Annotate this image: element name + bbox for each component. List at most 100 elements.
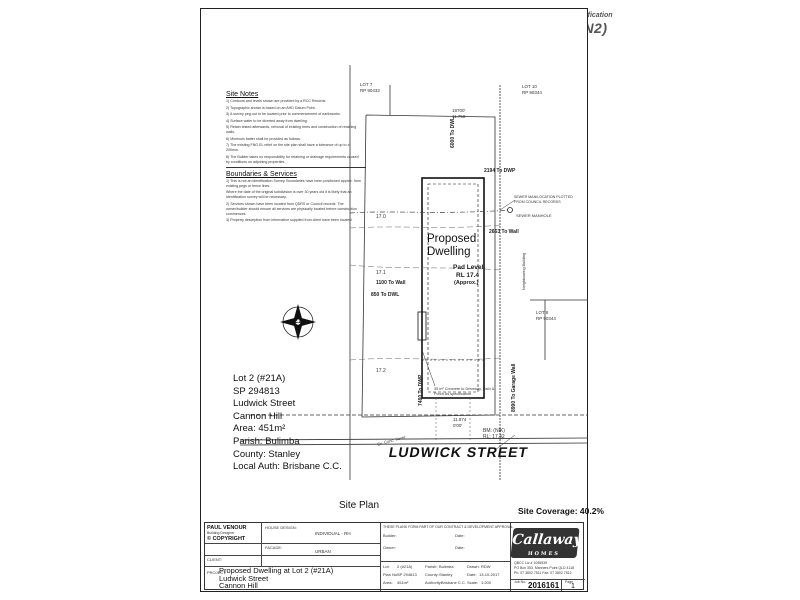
approval-text: THESE PLANS FORM PART OF OUR CONTRACT & … bbox=[383, 525, 514, 529]
dim-top: 18700' bbox=[452, 108, 466, 113]
designer-name: PAUL VENOUR bbox=[207, 525, 247, 531]
sewer-manhole-symbol bbox=[507, 207, 513, 213]
page-label: Page bbox=[565, 580, 574, 584]
street-name: LUDWICK STREET bbox=[387, 444, 530, 460]
dim-to-garage: 8990 To Garage Wall bbox=[511, 363, 517, 412]
logo-main-text: Callaway bbox=[511, 532, 583, 548]
tb-drawn-label: Drawn: bbox=[467, 564, 480, 569]
lot-suburb: Cannon Hill bbox=[233, 410, 283, 422]
site-plan-title: Site Plan bbox=[339, 500, 380, 511]
facade-value: URBAN bbox=[315, 549, 331, 554]
sewer-line bbox=[349, 209, 511, 214]
site-note-7: 7) The existing FNG EL relief on the sit… bbox=[226, 143, 350, 152]
sewer-note: SEWER MAN/LOCATION PLOTTED FROM COUNCIL … bbox=[514, 195, 573, 204]
dim-to-wall-2: 1100 To Wall bbox=[376, 280, 406, 286]
lot8-label: LOT 8 bbox=[536, 310, 549, 315]
lot-street: Ludwick Street bbox=[233, 398, 296, 410]
dim-bottom-2: 0'00' bbox=[453, 423, 463, 428]
dwelling-footprint bbox=[421, 177, 485, 399]
dim-to-dwp-1: 2194 To DWP bbox=[484, 168, 516, 174]
house-design-value: INDIVIDUAL - RH bbox=[315, 531, 351, 536]
tb-scale-label: Scale: bbox=[467, 580, 479, 585]
dwelling-inner-line bbox=[427, 183, 479, 393]
client-label: CLIENT: bbox=[207, 557, 222, 562]
tb-county-value: Stanley bbox=[439, 572, 453, 577]
lot10-label: LOT 10 bbox=[522, 84, 537, 89]
lot-local-auth: Local Auth: Brisbane C.C. bbox=[233, 461, 342, 473]
dim-bottom: 11.874 bbox=[453, 417, 467, 422]
lot10-plan: RP 90344 bbox=[522, 90, 542, 95]
tb-lot-value: 2 (#21A) bbox=[397, 564, 413, 569]
tb-parish-label: Parish: bbox=[425, 564, 438, 569]
boundary-note-4: 3) Property description from information… bbox=[226, 218, 353, 222]
north-arrow bbox=[280, 304, 316, 340]
proposed-label-1: Proposed bbox=[427, 233, 477, 245]
facade-label: FACADE: bbox=[265, 545, 283, 550]
north-arrow-label: 21 bbox=[294, 318, 302, 325]
site-coverage: Site Coverage: 40.2% bbox=[518, 506, 604, 516]
tb-auth-label: Authority: bbox=[425, 580, 442, 585]
site-note-1: 1) Contours and levels shown are provide… bbox=[226, 99, 327, 103]
lot7-plan: RP 90432 bbox=[360, 88, 380, 93]
contour-171: 17.1 bbox=[376, 270, 386, 276]
tb-auth-value: Brisbane C.C. bbox=[441, 580, 466, 585]
site-notes-panel: Site Notes 1) Contours and levels shown … bbox=[226, 91, 366, 225]
concrete-leader bbox=[421, 349, 436, 387]
pad-level-1: Pad Level bbox=[453, 264, 484, 271]
site-note-4: 4) Surface water to be diverted away fro… bbox=[226, 118, 308, 123]
porch-outline bbox=[417, 311, 427, 341]
site-plan-drawing bbox=[239, 65, 588, 480]
kerb-line-2 bbox=[239, 442, 588, 446]
lot-info-block: Lot 2 (#21A) SP 294813 Ludwick Street Ca… bbox=[233, 373, 342, 474]
tb-date-value: 13-10-2017 bbox=[479, 572, 500, 577]
tb-drawn-value: RDW bbox=[481, 564, 491, 569]
neighbour-building-label: Neighbouring Building bbox=[522, 252, 526, 290]
lot8-plan: RP 90344 bbox=[536, 316, 556, 321]
lot-parish: Parish: Bulimba bbox=[233, 435, 300, 447]
lot-boundary bbox=[361, 114, 496, 418]
site-note-6: 6) Minimum batter shall be provided as f… bbox=[226, 136, 301, 141]
contour-172: 17.2 bbox=[376, 368, 386, 374]
tb-lot-label: Lot: bbox=[383, 564, 390, 569]
contour-line-2 bbox=[349, 264, 501, 271]
lot-number: Lot 2 (#21A) bbox=[233, 373, 286, 384]
date-label-1: Date: bbox=[455, 533, 465, 538]
house-design-label: HOUSE DESIGN: bbox=[265, 525, 297, 530]
kerb-line bbox=[239, 437, 588, 441]
tb-date-label: Date: bbox=[467, 572, 477, 577]
driveway-outline bbox=[435, 398, 471, 440]
tb-parish-value: Bulimba bbox=[439, 564, 454, 569]
tb-area-value: 451m² bbox=[397, 580, 409, 585]
project-line-2: Ludwick Street bbox=[219, 574, 269, 583]
date-label-2: Date: bbox=[455, 545, 465, 550]
page-value: 1 bbox=[571, 583, 575, 590]
site-note-3: 3) A survey peg-out to be located prior … bbox=[226, 112, 341, 116]
lot-county: County: Stanley bbox=[233, 448, 301, 460]
dim-to-dwl-2: 850 To DWL bbox=[371, 292, 400, 298]
contour-line-1 bbox=[349, 224, 501, 229]
site-notes-title: Site Notes bbox=[226, 91, 259, 98]
concrete-note: 35 m² Concrete to Driveway, Path & Porch… bbox=[434, 387, 495, 396]
project-line-1: Proposed Dwelling at Lot 2 (#21A) bbox=[219, 566, 334, 575]
garage-outline bbox=[421, 359, 485, 399]
tb-area-label: Area: bbox=[383, 580, 393, 585]
job-label: Job No. bbox=[514, 580, 527, 584]
callaway-logo: Callaway HOMES bbox=[510, 528, 583, 558]
bm-leader bbox=[494, 434, 516, 451]
site-note-8: 8) The Builder takes no responsibility f… bbox=[226, 154, 359, 164]
boundary-note-3: 2) Services shown have been located from… bbox=[226, 201, 357, 216]
drawing-sheet bbox=[200, 8, 588, 592]
pad-level-2: RL 17.4 bbox=[456, 272, 480, 279]
company-line-1: QBCC Lic # 1095539 bbox=[514, 561, 548, 565]
lot7-label: LOT 7 bbox=[360, 82, 373, 87]
contour-17: 17.0 bbox=[376, 214, 386, 220]
bm-rl: RL: 17.42 bbox=[483, 434, 505, 440]
site-note-2: 2) Topographic shown is based on an AHD … bbox=[226, 105, 316, 110]
company-line-2: PO Box 353, Manners Point QLD 4118 bbox=[514, 566, 575, 570]
sewer-manhole-label: SEWER MANHOLE bbox=[516, 213, 552, 218]
designer-sub: Building Designer bbox=[207, 531, 235, 535]
project-line-3: Cannon Hill bbox=[219, 581, 258, 590]
job-value: 2016161 bbox=[528, 581, 560, 590]
tb-plan-value: SP 294813 bbox=[397, 572, 417, 577]
sewer-leader bbox=[499, 199, 516, 211]
